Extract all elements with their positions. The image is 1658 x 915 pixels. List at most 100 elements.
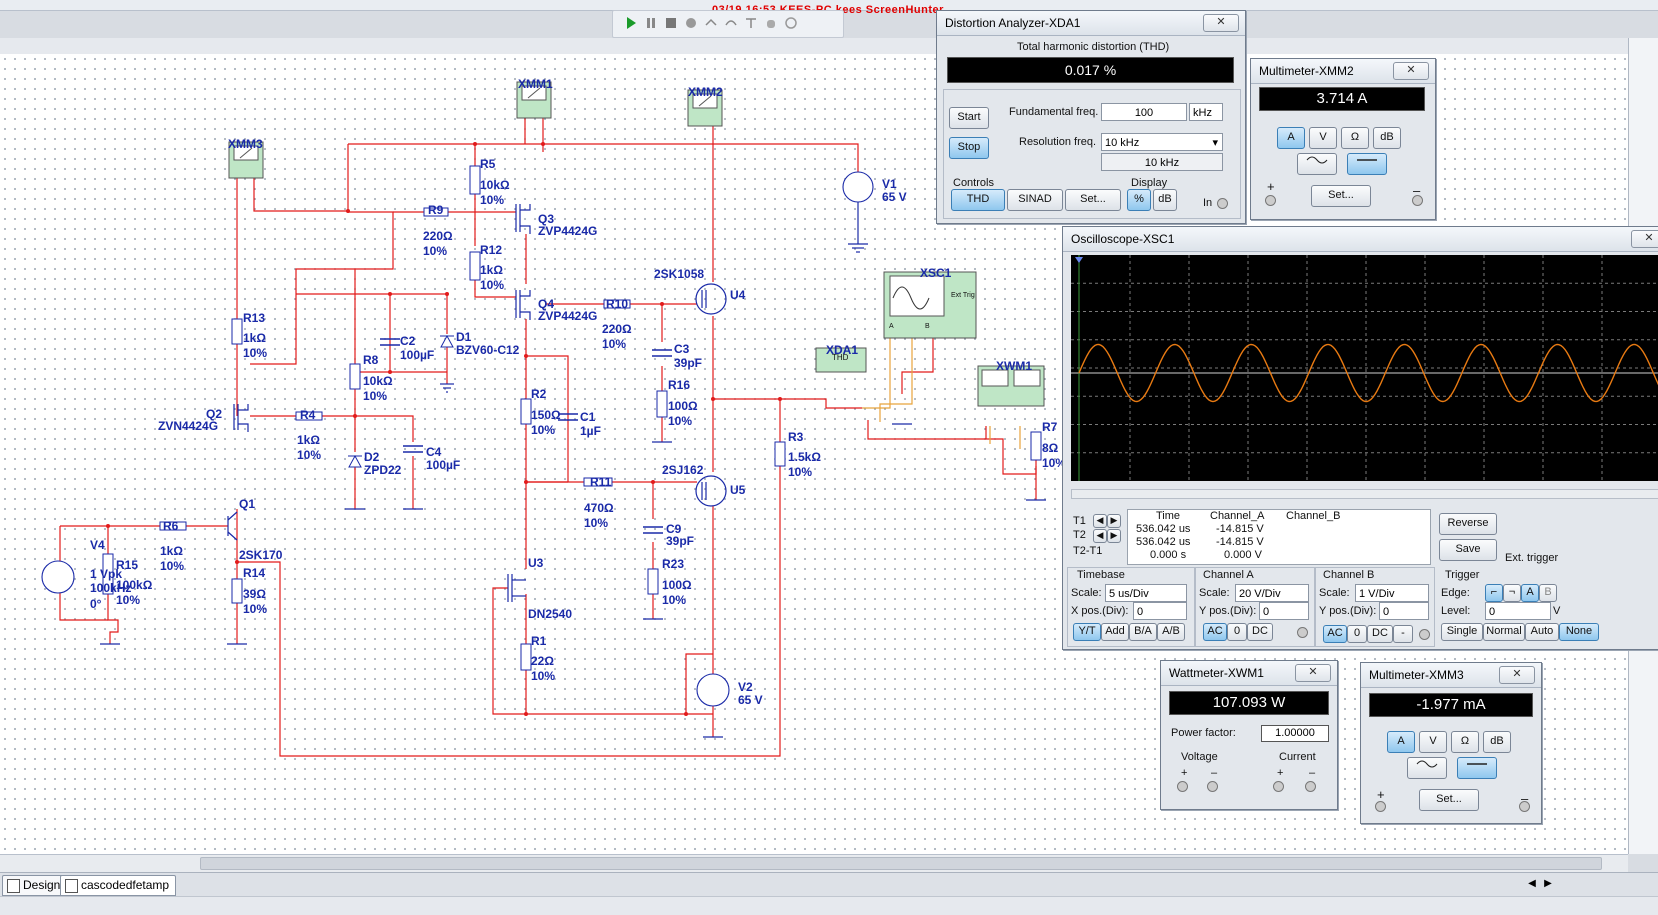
component-label: U5 [730,483,746,497]
settings-button[interactable]: Set... [1065,189,1121,211]
negative-terminal[interactable] [1412,195,1423,206]
ammeter-mode-button[interactable]: A [1387,731,1415,753]
channel-b-dc-button[interactable]: DC [1367,625,1393,643]
positive-terminal[interactable] [1265,195,1276,206]
component-label: XMM1 [518,77,553,91]
channel-a-ac-button[interactable]: AC [1203,623,1227,641]
stop-icon[interactable] [663,15,679,31]
step-into-icon[interactable] [743,15,759,31]
rising-edge-button[interactable]: ⌐ [1485,584,1503,602]
close-button[interactable]: ✕ [1203,14,1239,32]
thd-button[interactable]: THD [951,189,1005,211]
channel-a-scale-input[interactable]: 20 V/Div [1235,584,1309,602]
settings-button[interactable]: Set... [1311,185,1371,207]
close-button[interactable]: ✕ [1631,230,1658,248]
trigger-level-input[interactable]: 0 [1485,602,1551,620]
percent-button[interactable]: % [1127,189,1151,211]
resolution-freq-select[interactable]: 10 kHz ▾ [1101,133,1223,151]
step-forward-icon[interactable] [703,15,719,31]
start-button[interactable]: Start [949,107,989,129]
component-label: 65 V [738,693,763,707]
close-button[interactable]: ✕ [1295,664,1331,682]
channel-b-terminal[interactable] [1419,629,1430,640]
settings-button[interactable]: Set... [1419,789,1479,811]
channel-b-invert-button[interactable]: - [1393,625,1413,643]
normal-trigger-button[interactable]: Normal [1483,623,1525,641]
screen-scrollbar[interactable] [1071,489,1658,499]
x-position-input[interactable]: 0 [1133,602,1187,620]
run-icon[interactable] [623,15,639,31]
fundamental-freq-input[interactable]: 100 [1101,103,1187,121]
power-factor-label: Power factor: [1171,727,1236,739]
voltage-minus-terminal[interactable] [1207,781,1218,792]
ac-mode-button[interactable] [1297,153,1337,175]
falling-edge-button[interactable]: ¬ [1503,584,1521,602]
input-terminal[interactable] [1217,198,1228,209]
single-trigger-button[interactable]: Single [1441,623,1483,641]
ac-mode-button[interactable] [1407,757,1447,779]
ohmmeter-mode-button[interactable]: Ω [1341,127,1369,149]
cursor-t1-handle[interactable] [1075,257,1083,263]
sinad-button[interactable]: SINAD [1007,189,1063,211]
add-mode-button[interactable]: Add [1101,623,1129,641]
db-mode-button[interactable]: dB [1483,731,1511,753]
x-position-label: X pos.(Div): [1071,605,1129,617]
channel-b-zero-button[interactable]: 0 [1347,625,1367,643]
t1-left-button[interactable]: ◀ [1093,514,1107,528]
channel-b-ypos-input[interactable]: 0 [1379,602,1429,620]
channel-a-dc-button[interactable]: DC [1247,623,1273,641]
current-minus-terminal[interactable] [1305,781,1316,792]
t1-right-button[interactable]: ▶ [1107,514,1121,528]
current-plus-terminal[interactable] [1273,781,1284,792]
voltmeter-mode-button[interactable]: V [1419,731,1447,753]
voltage-plus-terminal[interactable] [1177,781,1188,792]
ab-mode-button[interactable]: A/B [1157,623,1185,641]
negative-terminal-label: – [1521,791,1529,806]
yt-mode-button[interactable]: Y/T [1073,623,1101,641]
channel-a-zero-button[interactable]: 0 [1227,623,1247,641]
horizontal-scroll-thumb[interactable] [200,857,1602,870]
pause-icon[interactable] [643,15,659,31]
db-mode-button[interactable]: dB [1373,127,1401,149]
component-label: 10kΩ [480,178,510,192]
reverse-button[interactable]: Reverse [1439,513,1497,535]
negative-terminal[interactable] [1519,801,1530,812]
step-icon[interactable] [683,15,699,31]
tab-cascodedfetamp[interactable]: cascodedfetamp [60,875,177,896]
dc-mode-button[interactable] [1457,757,1497,779]
tab-scroll-right-icon[interactable]: ▶ [1544,878,1552,889]
breakpoint-icon[interactable] [783,15,799,31]
save-button[interactable]: Save [1439,539,1497,561]
positive-terminal[interactable] [1375,801,1386,812]
tab-scroll-left-icon[interactable]: ◀ [1528,878,1536,889]
voltmeter-mode-button[interactable]: V [1309,127,1337,149]
fundamental-freq-unit[interactable]: kHz [1189,103,1223,121]
ba-mode-button[interactable]: B/A [1129,623,1157,641]
step-over-icon[interactable] [723,15,739,31]
t2-right-button[interactable]: ▶ [1107,529,1121,543]
oscilloscope-screen[interactable] [1071,255,1658,481]
timebase-scale-input[interactable]: 5 us/Div [1105,584,1187,602]
ammeter-mode-button[interactable]: A [1277,127,1305,149]
tab-design1[interactable]: Design1 [2,875,75,896]
db-button[interactable]: dB [1153,189,1177,211]
channel-a-ypos-input[interactable]: 0 [1259,602,1309,620]
auto-trigger-button[interactable]: Auto [1525,623,1559,641]
none-trigger-button[interactable]: None [1559,623,1599,641]
dc-mode-button[interactable] [1347,153,1387,175]
close-button[interactable]: ✕ [1393,62,1429,80]
power-factor-value: 1.00000 [1261,725,1329,742]
channel-a-terminal[interactable] [1297,627,1308,638]
breakpoint-hand-icon[interactable] [763,15,779,31]
t2-left-button[interactable]: ◀ [1093,529,1107,543]
component-label: 10% [668,414,692,428]
wires [59,118,1037,757]
trigger-source-b-button[interactable]: B [1539,584,1557,602]
trigger-source-a-button[interactable]: A [1521,584,1539,602]
stop-button[interactable]: Stop [949,137,989,159]
ohmmeter-mode-button[interactable]: Ω [1451,731,1479,753]
channel-b-scale-input[interactable]: 1 V/Div [1355,584,1429,602]
close-button[interactable]: ✕ [1499,666,1535,684]
channel-b-ac-button[interactable]: AC [1323,625,1347,643]
capacitors [380,338,672,534]
